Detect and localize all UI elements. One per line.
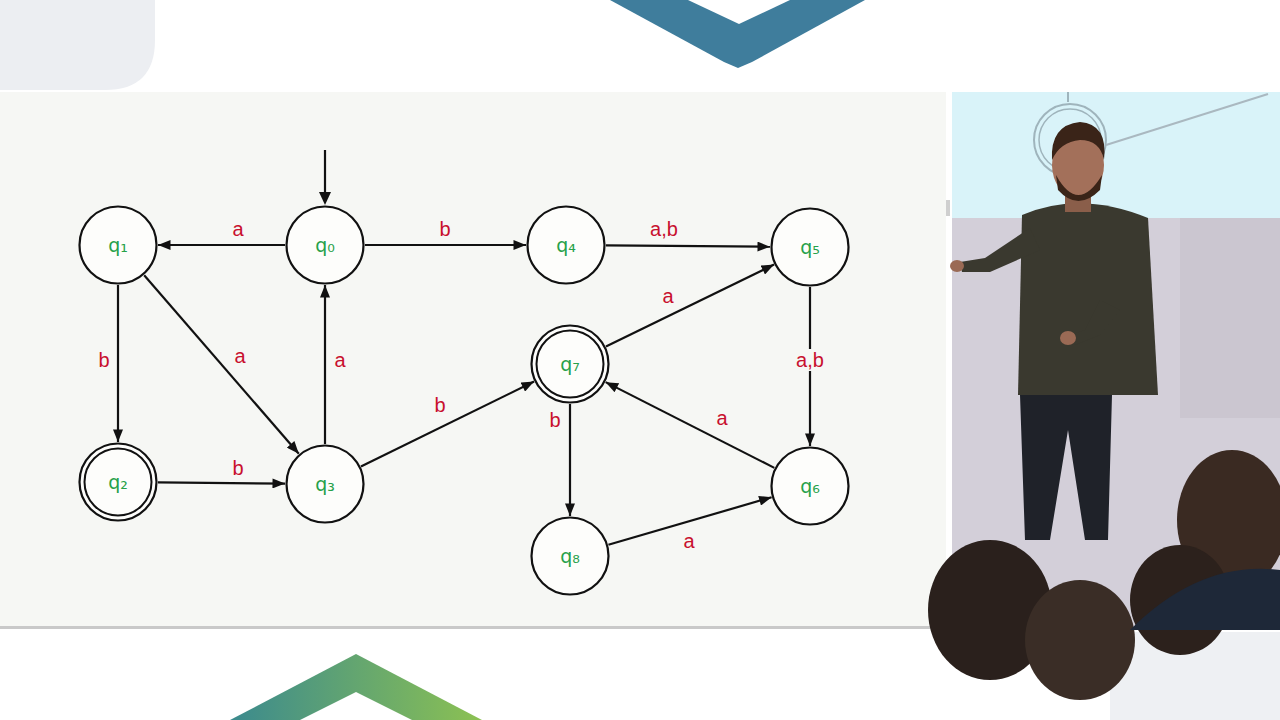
transition-arrow: [606, 245, 770, 246]
state-name: q₆: [800, 476, 820, 497]
transition-symbol: b: [432, 394, 447, 416]
transition-symbol: b: [547, 409, 562, 431]
transition-symbol: a: [714, 407, 729, 429]
state-name: q₅: [800, 237, 820, 258]
state-circle: q₆: [770, 446, 850, 526]
transition-arrow: [569, 404, 571, 516]
transition-symbol: b: [230, 457, 245, 479]
state-name: q₁: [108, 235, 128, 256]
state-circle: q₁: [78, 205, 158, 285]
scroll-mark: [946, 200, 950, 216]
state-circle: q₅: [770, 207, 850, 287]
transition-symbol: a,b: [648, 218, 680, 240]
transition-symbol: b: [96, 349, 111, 371]
transition-symbol: a: [230, 218, 245, 240]
transition-symbol: a,b: [794, 349, 826, 371]
transition-symbol: a: [660, 285, 675, 307]
state-circle: q₈: [530, 516, 610, 596]
transition-symbol: a: [681, 530, 696, 552]
accepting-state: q₂: [78, 442, 158, 522]
bottom-chevron: [230, 654, 482, 720]
transition-symbol: a: [332, 349, 347, 371]
corner-shape: [0, 0, 155, 90]
transition-arrow: [144, 275, 299, 454]
state-name: q₂: [108, 472, 128, 493]
transition-symbol: b: [437, 218, 452, 240]
state-name: q₀: [315, 235, 335, 256]
transition-symbol: a: [232, 345, 247, 367]
speaker-photo: [928, 92, 1280, 700]
accepting-state: q₇: [530, 324, 610, 404]
state-name: q₃: [315, 474, 335, 495]
chevron-notch: [300, 692, 412, 720]
start-arrow: [319, 150, 331, 205]
state-name: q₈: [560, 546, 580, 567]
chevron-notch: [688, 0, 790, 24]
state-circle: q₀: [285, 205, 365, 285]
slide-border: [0, 626, 946, 629]
transition-arrow: [606, 382, 775, 468]
transition-arrow: [365, 244, 526, 246]
transition-arrow: [324, 285, 326, 444]
transition-arrow: [606, 265, 774, 347]
state-name: q₄: [556, 235, 576, 256]
transition-arrow: [117, 285, 119, 442]
top-chevron: [610, 0, 865, 68]
slide-area: [0, 92, 946, 628]
state-circle: q₄: [526, 205, 606, 285]
transition-arrow: [158, 244, 285, 246]
state-circle: q₃: [285, 444, 365, 524]
state-name: q₇: [560, 354, 580, 375]
transition-arrow: [361, 382, 534, 467]
transition-arrow: [158, 482, 285, 483]
